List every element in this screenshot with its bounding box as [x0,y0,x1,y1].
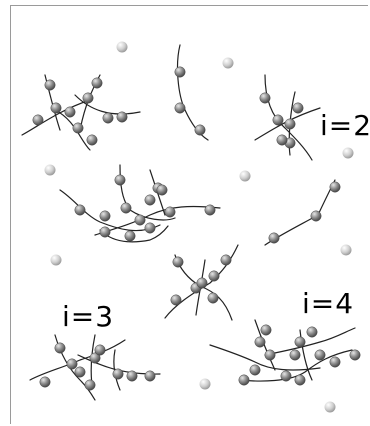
bead-56 [260,324,272,336]
label-i2: i=2 [320,109,370,142]
bead-29 [124,230,136,242]
bead-33 [268,232,280,244]
bead-16 [284,118,296,130]
free-particle-5 [239,170,251,182]
bead-48 [94,344,106,356]
bead-37 [170,294,182,306]
bead-25 [144,194,156,206]
bead-52 [144,370,156,382]
bead-64 [306,326,318,338]
bead-14 [259,92,271,104]
bead-53 [238,374,250,386]
bead-30 [144,222,156,234]
bead-5 [72,122,84,134]
chain-14 [99,225,169,243]
bead-15 [272,114,284,126]
bead-49 [84,379,96,391]
bead-61 [294,374,306,386]
bead-35 [329,181,341,193]
free-particle-7 [340,244,352,256]
bead-45 [66,358,78,370]
bead-34 [310,210,322,222]
bead-31 [156,184,168,196]
bead-13 [194,124,206,136]
label-i3: i=3 [62,300,115,333]
bead-2 [44,79,56,91]
bead-51 [126,370,138,382]
bead-65 [349,349,361,361]
bead-10 [86,134,98,146]
bead-54 [249,364,261,376]
free-particle-6 [50,254,62,266]
bead-62 [314,349,326,361]
bead-1 [32,114,44,126]
chain-27 [264,327,356,356]
bead-22 [114,174,126,186]
chain-24 [209,344,321,371]
bead-7 [91,77,103,89]
bead-8 [102,112,114,124]
free-particle-8 [199,378,211,390]
diagram-frame [10,5,368,424]
bead-6 [82,92,94,104]
bead-12 [174,102,186,114]
bead-32 [204,204,216,216]
bead-4 [64,106,76,118]
bead-11 [174,66,186,78]
bead-3 [50,102,62,114]
bead-57 [264,349,276,361]
bead-20 [74,204,86,216]
bead-23 [120,202,132,214]
chain-6 [176,44,209,141]
chain-25 [254,319,276,371]
free-particle-1 [116,41,128,53]
free-particle-2 [222,57,234,69]
chain-7 [264,74,313,161]
free-particle-9 [324,401,336,413]
bead-24 [134,214,146,226]
bead-50 [112,368,124,380]
bead-63 [329,356,341,368]
bead-44 [54,342,66,354]
bead-60 [294,336,306,348]
bead-17 [292,102,304,114]
bead-39 [196,277,208,289]
bead-58 [280,370,292,382]
bead-42 [207,292,219,304]
chain-13 [94,205,221,236]
chain-1 [21,99,91,136]
chain-26 [239,349,353,382]
chain-4 [74,94,141,115]
label-i4: i=4 [302,287,355,320]
bead-36 [172,256,184,268]
chain-19 [29,339,126,381]
bead-55 [254,336,266,348]
free-particle-4 [44,164,56,176]
bead-9 [116,111,128,123]
bead-46 [74,366,86,378]
bead-19 [276,134,288,146]
bead-21 [99,210,111,222]
bead-41 [220,254,232,266]
chain-10 [59,189,161,232]
bead-43 [39,376,51,388]
free-particle-3 [342,147,354,159]
bead-47 [89,352,101,364]
bead-59 [289,349,301,361]
chain-28 [299,329,313,381]
bead-40 [208,270,220,282]
chain-8 [254,107,321,141]
bead-27 [164,206,176,218]
bead-28 [99,226,111,238]
